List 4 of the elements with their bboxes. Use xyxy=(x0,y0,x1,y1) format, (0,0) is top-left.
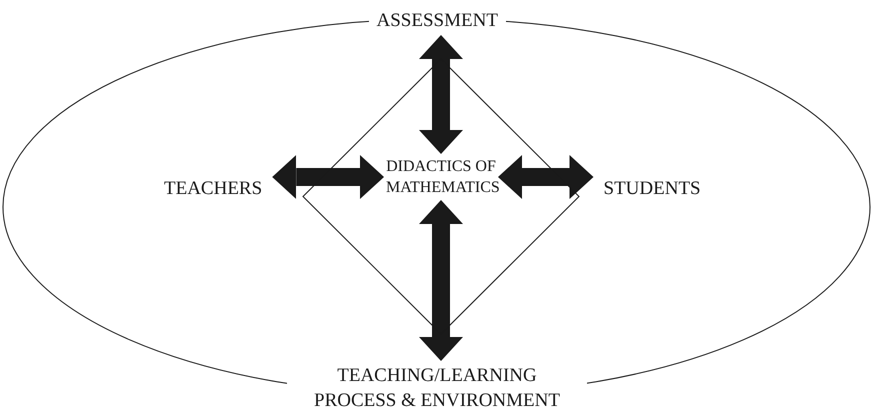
double-arrow xyxy=(272,155,384,199)
double-arrow xyxy=(419,200,463,361)
double-arrow xyxy=(419,35,463,154)
double-arrow xyxy=(498,155,594,199)
